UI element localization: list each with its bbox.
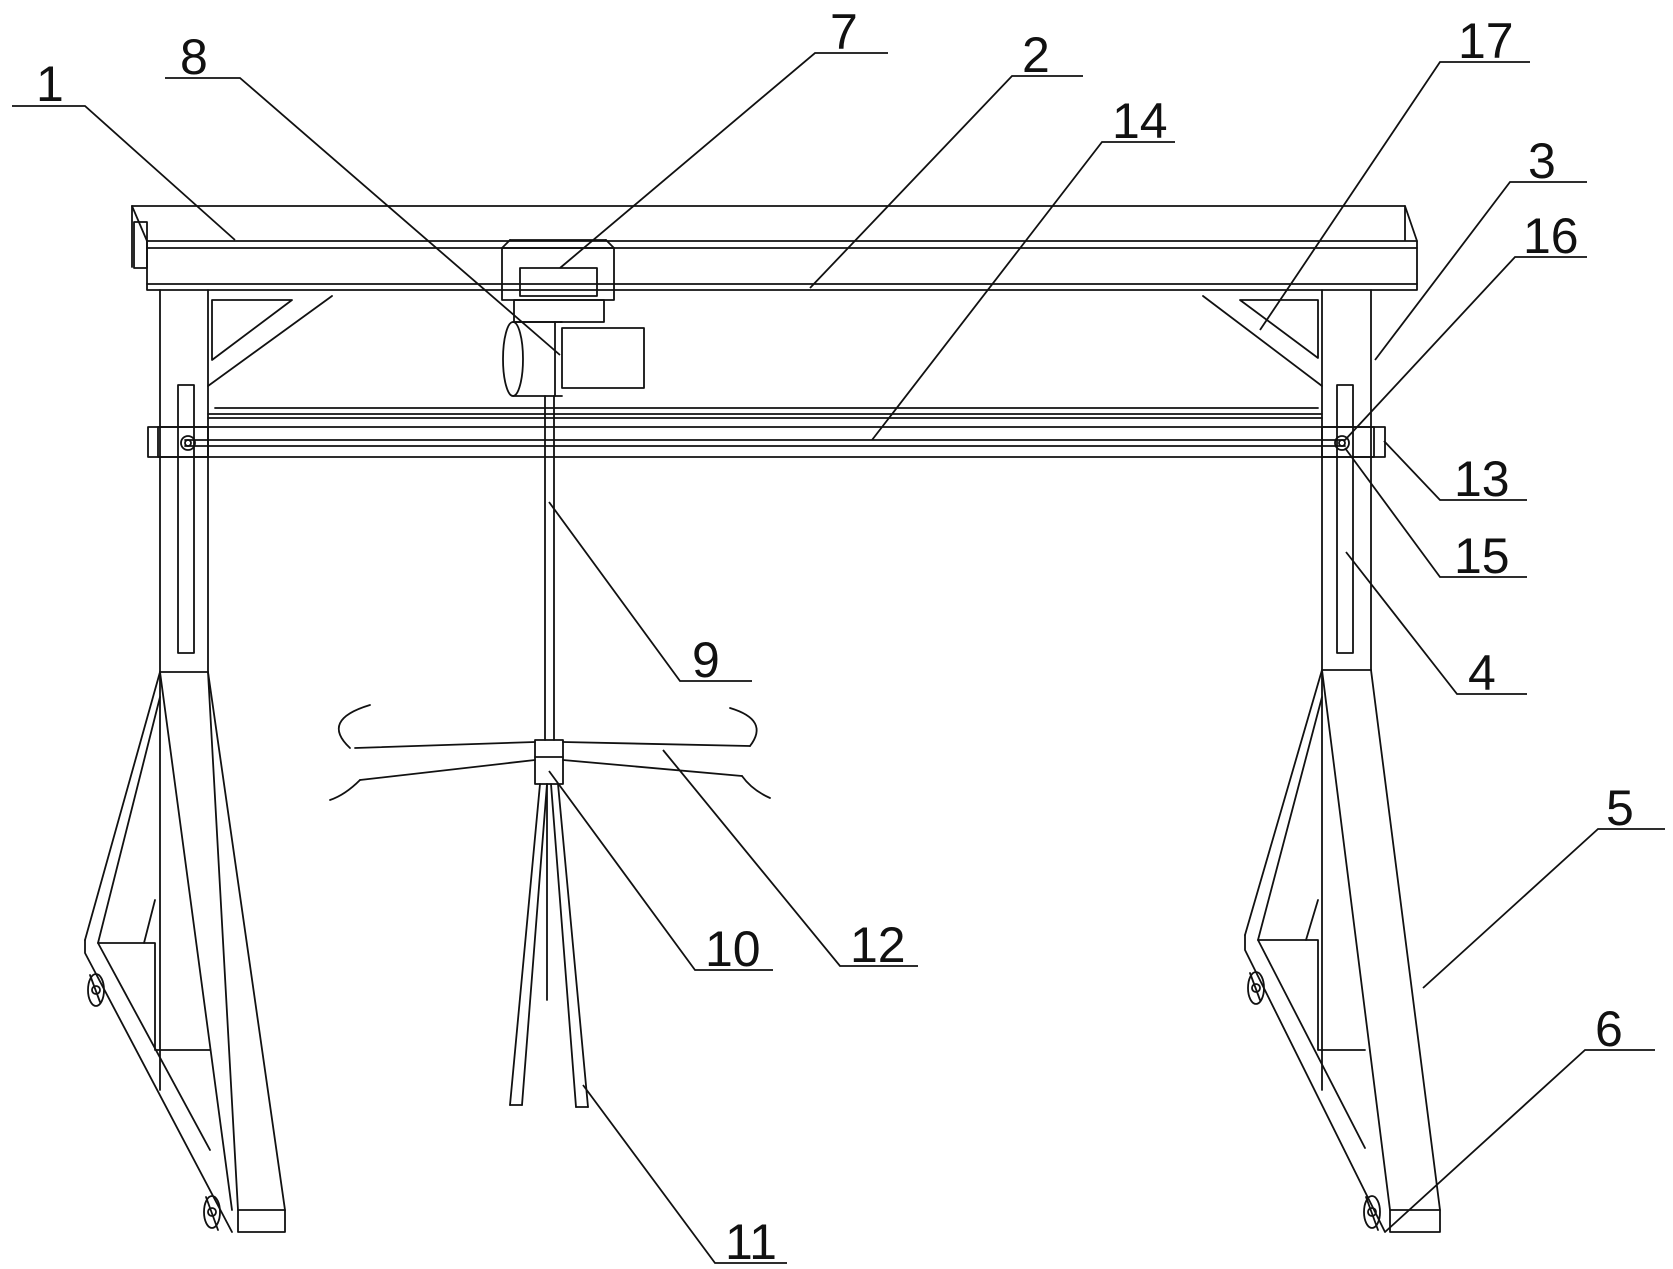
callout-7: 7 (830, 4, 858, 60)
leader-10 (548, 770, 773, 971)
leader-6 (1384, 1049, 1655, 1233)
callout-6: 6 (1595, 1001, 1623, 1057)
left-upper-column (159, 289, 209, 673)
callout-2: 2 (1022, 27, 1050, 83)
hub (534, 739, 564, 785)
left-leg (84, 671, 286, 1233)
callout-14: 14 (1112, 93, 1168, 149)
diagonal-brace-left (207, 295, 333, 387)
leader-1 (12, 105, 236, 241)
callout-16: 16 (1523, 208, 1579, 264)
crossbar (147, 426, 1386, 458)
callout-12: 12 (850, 917, 906, 973)
callout-numbers: 1 2 3 4 5 6 7 8 9 10 11 12 13 14 15 16 1… (36, 4, 1634, 1269)
leader-5 (1422, 828, 1665, 989)
callout-1: 1 (36, 56, 64, 112)
leader-11 (582, 1084, 787, 1264)
right-wheels (1247, 971, 1381, 1231)
top-beam (131, 205, 1418, 291)
callout-15: 15 (1454, 528, 1510, 584)
leader-13 (1383, 440, 1527, 501)
right-leg (1244, 669, 1441, 1233)
hanging-blades (509, 783, 589, 1108)
left-wheels (87, 973, 221, 1231)
right-upper-column (1321, 289, 1372, 671)
leader-16 (1344, 256, 1587, 441)
leader-lines (12, 52, 1665, 1264)
curved-arms (329, 704, 771, 801)
leader-17 (1259, 61, 1530, 331)
callout-4: 4 (1468, 645, 1496, 701)
diagonal-brace-right (1202, 295, 1323, 387)
leader-3 (1374, 181, 1587, 361)
callout-10: 10 (705, 921, 761, 977)
callout-17: 17 (1458, 13, 1514, 69)
leader-4 (1345, 551, 1527, 695)
leader-9 (548, 501, 752, 682)
vertical-shaft (544, 395, 555, 741)
callout-9: 9 (692, 632, 720, 688)
callout-3: 3 (1528, 133, 1556, 189)
leader-15 (1344, 447, 1527, 578)
pulley-left (180, 435, 196, 451)
leader-7 (559, 52, 888, 269)
leader-2 (809, 75, 1083, 289)
lower-girder (207, 407, 1323, 419)
pulley-right (1334, 435, 1350, 451)
callout-5: 5 (1606, 780, 1634, 836)
trolley (501, 239, 615, 323)
callout-11: 11 (725, 1214, 777, 1269)
callout-13: 13 (1454, 451, 1510, 507)
motor (502, 321, 645, 397)
leader-12 (662, 749, 918, 967)
callout-8: 8 (180, 29, 208, 85)
leader-14 (871, 141, 1175, 441)
leader-8 (165, 77, 561, 356)
